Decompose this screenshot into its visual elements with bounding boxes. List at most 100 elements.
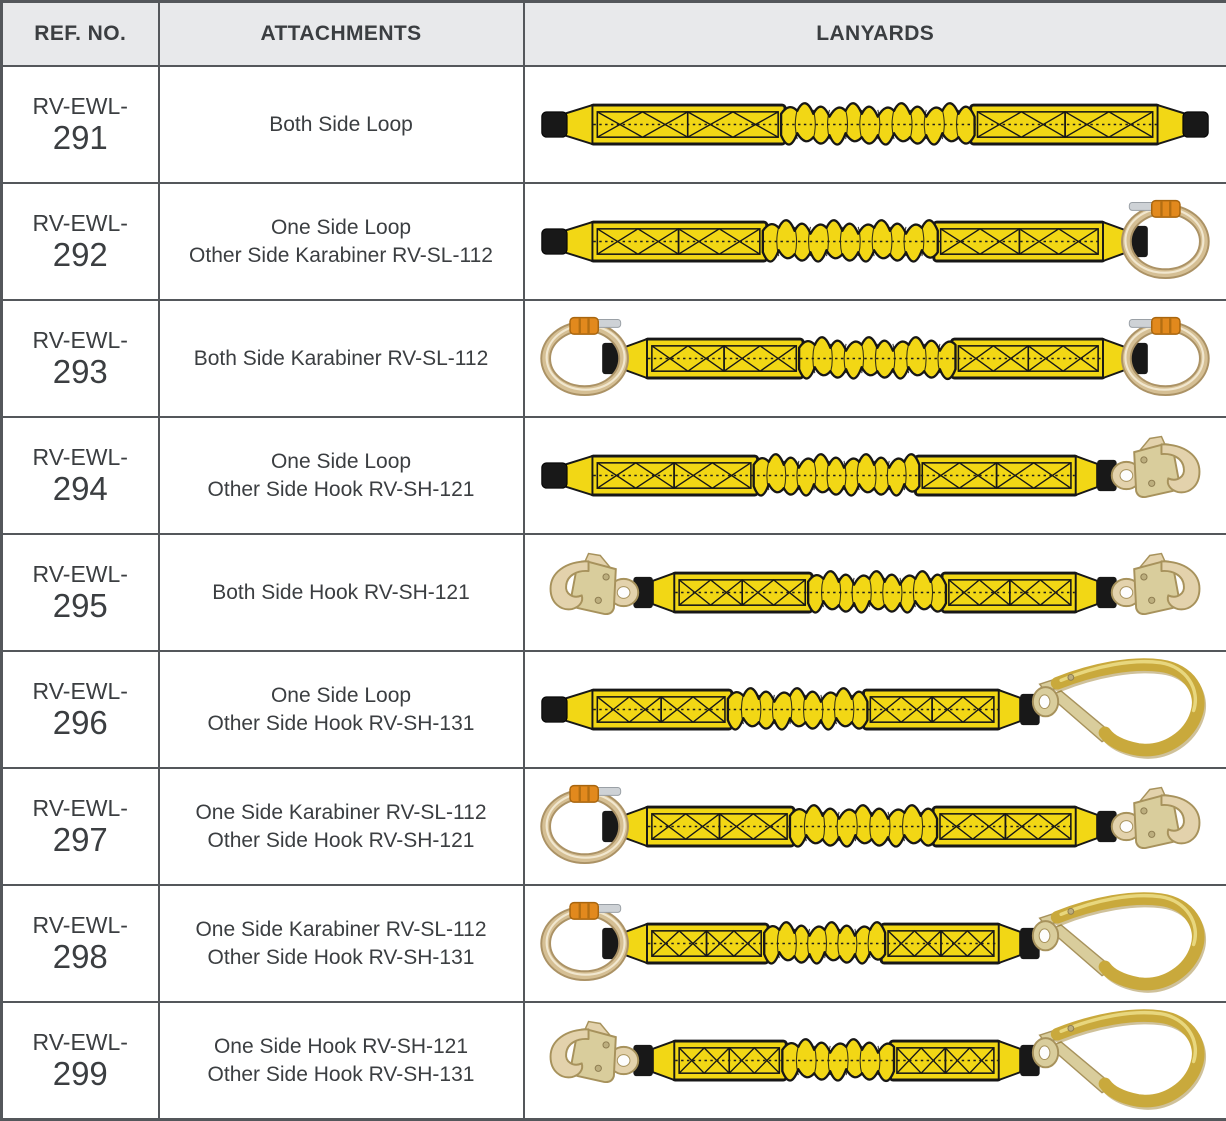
loop-end-icon xyxy=(541,461,568,489)
lanyard-cell xyxy=(522,65,1226,184)
ref-cell: RV-EWL-295 xyxy=(0,533,160,652)
ref-number: 296 xyxy=(52,704,108,742)
ref-prefix: RV-EWL- xyxy=(32,209,128,236)
lanyard-cell xyxy=(522,182,1226,301)
snap-hook-icon xyxy=(549,1020,640,1083)
lanyard-image xyxy=(541,657,1207,759)
lanyard-cell xyxy=(522,650,1226,769)
ref-cell: RV-EWL-293 xyxy=(0,299,160,418)
ref-prefix: RV-EWL- xyxy=(32,560,128,587)
scaffold-hook-icon xyxy=(1032,1008,1207,1110)
attachment-line: One Side Karabiner RV-SL-112 xyxy=(195,800,487,824)
lanyard-cell xyxy=(522,1001,1226,1121)
lanyard-webbing xyxy=(589,686,1003,731)
ref-prefix: RV-EWL- xyxy=(32,677,128,704)
attachment-line: Other Side Hook RV-SH-121 xyxy=(207,477,475,501)
header-attachments: ATTACHMENTS xyxy=(157,0,525,67)
lanyard-image xyxy=(549,1008,1207,1110)
snap-hook-icon xyxy=(1111,435,1201,498)
header-lanyards: LANYARDS xyxy=(522,0,1226,67)
lanyard-webbing xyxy=(643,335,1107,380)
karabiner-icon xyxy=(540,316,630,396)
attachment-line: One Side Karabiner RV-SL-112 xyxy=(195,917,487,941)
karabiner-icon xyxy=(1121,199,1210,279)
lanyard-webbing xyxy=(589,452,1080,497)
attachment-line: Other Side Hook RV-SH-121 xyxy=(207,828,475,852)
attachment-description: Both Side Loop xyxy=(160,111,523,139)
ref-cell: RV-EWL-291 xyxy=(0,65,160,184)
snap-hook-icon xyxy=(1111,552,1201,615)
lanyard-cell xyxy=(522,884,1226,1003)
ref-number: 293 xyxy=(52,353,108,391)
ref-number: 298 xyxy=(52,938,108,976)
loop-end-icon xyxy=(541,110,568,138)
snap-hook-icon xyxy=(549,552,640,615)
table-header: REF. NO. ATTACHMENTS LANYARDS xyxy=(0,0,1226,67)
lanyard-image xyxy=(540,891,1207,993)
ref-number: 292 xyxy=(52,236,108,274)
ref-cell: RV-EWL-298 xyxy=(0,884,160,1003)
lanyard-webbing xyxy=(589,101,1162,146)
snap-hook-icon xyxy=(1111,786,1201,849)
attachment-line: Both Side Karabiner RV-SL-112 xyxy=(193,346,489,370)
lanyard-webbing xyxy=(671,1037,1003,1082)
ref-prefix: RV-EWL- xyxy=(32,443,128,470)
loop-end-icon xyxy=(1182,110,1209,138)
attachment-line: Other Side Hook RV-SH-131 xyxy=(207,1062,475,1086)
ref-cell: RV-EWL-294 xyxy=(0,416,160,535)
lanyard-cell xyxy=(522,533,1226,652)
attachments-cell: Both Side Hook RV-SH-121 xyxy=(157,533,525,652)
ref-cell: RV-EWL-296 xyxy=(0,650,160,769)
lanyard-webbing xyxy=(671,569,1080,614)
lanyard-webbing xyxy=(643,920,1003,965)
karabiner-icon xyxy=(540,901,630,981)
loop-end-icon xyxy=(541,695,568,723)
attachment-line: Both Side Hook RV-SH-121 xyxy=(212,580,470,604)
attachment-line: Other Side Hook RV-SH-131 xyxy=(207,711,475,735)
scaffold-hook-icon xyxy=(1032,891,1207,993)
header-ref-no: REF. NO. xyxy=(0,0,160,67)
attachment-description: Both Side Hook RV-SH-121 xyxy=(160,579,523,607)
karabiner-icon xyxy=(540,784,630,864)
attachments-cell: Both Side Loop xyxy=(157,65,525,184)
karabiner-icon xyxy=(1121,316,1210,396)
ref-prefix: RV-EWL- xyxy=(32,794,128,821)
lanyard-webbing xyxy=(589,218,1107,263)
scaffold-hook-icon xyxy=(1032,657,1207,759)
header-row: REF. NO. ATTACHMENTS LANYARDS xyxy=(0,0,1226,67)
product-row: RV-EWL-293 Both Side Karabiner RV-SL-112 xyxy=(0,299,1226,418)
lanyard-image xyxy=(540,316,1210,396)
attachment-line: One Side Hook RV-SH-121 xyxy=(213,1034,469,1058)
loop-end-icon xyxy=(541,227,568,255)
attachment-line: One Side Loop xyxy=(270,683,412,707)
lanyard-cell xyxy=(522,416,1226,535)
lanyard-image xyxy=(541,101,1209,146)
ref-number: 297 xyxy=(52,821,108,859)
attachment-line: Other Side Hook RV-SH-131 xyxy=(207,945,475,969)
ref-prefix: RV-EWL- xyxy=(32,92,128,119)
ref-cell: RV-EWL-292 xyxy=(0,182,160,301)
attachment-line: Other Side Karabiner RV-SL-112 xyxy=(189,243,493,267)
lanyard-webbing xyxy=(643,803,1080,848)
attachments-cell: Both Side Karabiner RV-SL-112 xyxy=(157,299,525,418)
ref-cell: RV-EWL-299 xyxy=(0,1001,160,1121)
ref-number: 295 xyxy=(52,587,108,625)
lanyard-cell xyxy=(522,767,1226,886)
lanyard-cell xyxy=(522,299,1226,418)
